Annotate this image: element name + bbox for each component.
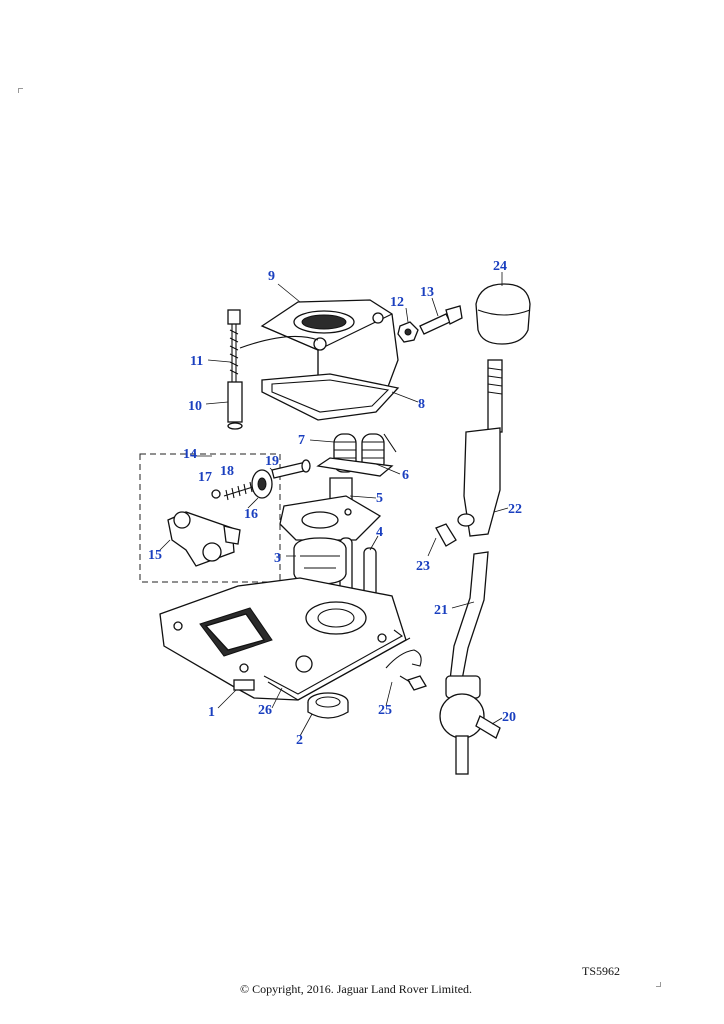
callout-labels: 9 12 13 24 11 10 8 7 6 14 19 17 18 16 5 … bbox=[148, 259, 522, 748]
copyright-notice: © Copyright, 2016. Jaguar Land Rover Lim… bbox=[239, 982, 473, 996]
part-11-bolt bbox=[227, 309, 241, 388]
part-21-lower-lever bbox=[449, 551, 489, 681]
callout-11: 11 bbox=[190, 354, 203, 369]
callout-26: 26 bbox=[258, 703, 272, 718]
callout-12: 12 bbox=[390, 295, 404, 310]
callout-15: 15 bbox=[148, 548, 162, 563]
callout-23: 23 bbox=[416, 559, 430, 574]
crop-mark-top-left bbox=[18, 88, 23, 93]
part-8-gasket bbox=[261, 373, 400, 421]
part-13-adjuster-screw bbox=[419, 305, 463, 335]
leader-lines bbox=[159, 272, 509, 737]
part-2-oil-seal bbox=[307, 692, 349, 719]
callout-24: 24 bbox=[493, 259, 507, 274]
part-18-spring bbox=[223, 481, 257, 501]
part-26-base-gasket bbox=[263, 629, 411, 701]
part-9-housing-cover bbox=[239, 299, 399, 407]
callout-6: 6 bbox=[402, 468, 409, 483]
part-24-knob bbox=[475, 283, 531, 345]
callout-16: 16 bbox=[244, 507, 258, 522]
part-1-housing-base bbox=[159, 577, 407, 701]
callout-3: 3 bbox=[274, 551, 281, 566]
part-19-screw bbox=[271, 459, 311, 479]
callout-9: 9 bbox=[268, 269, 275, 284]
callout-18: 18 bbox=[220, 464, 234, 479]
part-15-bracket bbox=[167, 511, 241, 567]
callout-14: 14 bbox=[183, 447, 197, 462]
part-23-grub-screw bbox=[435, 523, 457, 547]
part-14-group bbox=[139, 453, 281, 583]
part-12-nut bbox=[397, 321, 419, 343]
callout-25: 25 bbox=[378, 703, 392, 718]
callout-17: 17 bbox=[198, 470, 212, 485]
callout-22: 22 bbox=[508, 502, 522, 517]
part-5-plate bbox=[279, 477, 382, 541]
callout-19: 19 bbox=[265, 454, 279, 469]
callout-21: 21 bbox=[434, 603, 448, 618]
part-17-ball bbox=[211, 489, 221, 499]
callout-10: 10 bbox=[188, 399, 202, 414]
callout-1: 1 bbox=[208, 705, 215, 720]
callout-8: 8 bbox=[418, 397, 425, 412]
part-25-clip-bolt bbox=[385, 649, 427, 691]
callout-5: 5 bbox=[376, 491, 383, 506]
callout-7: 7 bbox=[298, 433, 305, 448]
callout-2: 2 bbox=[296, 733, 303, 748]
callout-4: 4 bbox=[376, 525, 383, 540]
callout-13: 13 bbox=[420, 285, 434, 300]
part-16-plunger bbox=[251, 469, 273, 499]
part-22-upper-lever bbox=[457, 359, 503, 537]
part-6-spring-bracket bbox=[316, 457, 394, 477]
part-10-spacer bbox=[227, 381, 243, 430]
part-3-bush bbox=[293, 537, 347, 585]
part-20-ball-pin bbox=[439, 675, 501, 775]
diagram-reference-code: TS5962 bbox=[582, 964, 621, 978]
callout-20: 20 bbox=[502, 710, 516, 725]
